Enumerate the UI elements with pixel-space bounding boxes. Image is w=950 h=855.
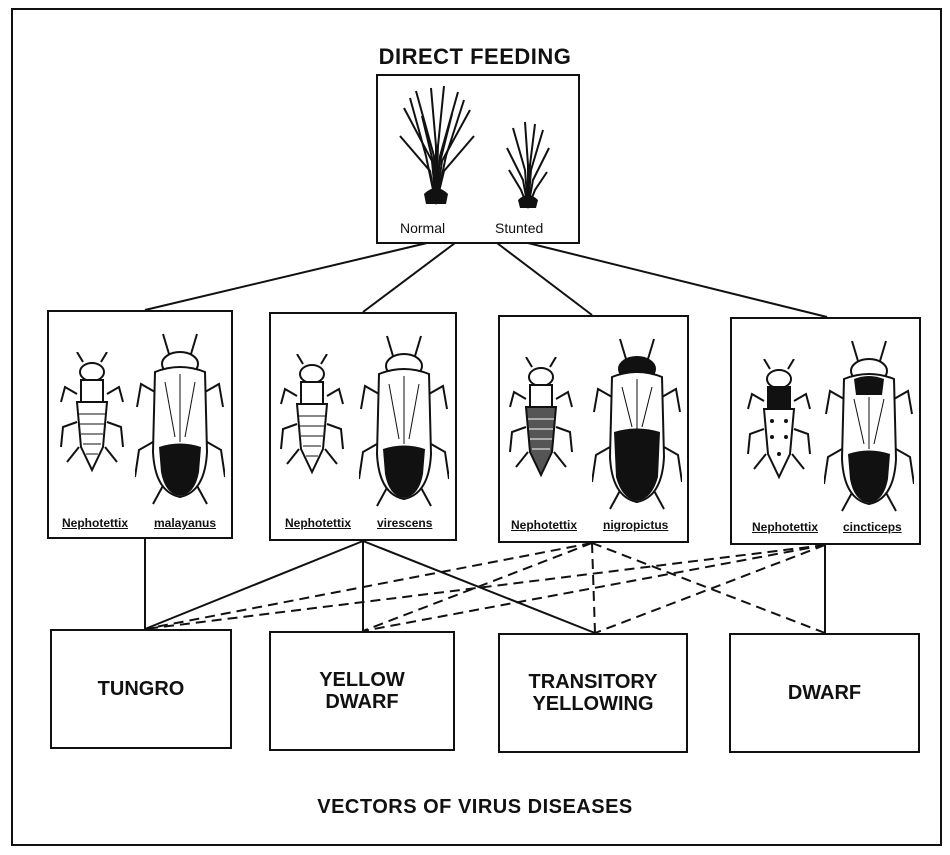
connector-cincticeps-yellowdwarf <box>363 545 825 631</box>
adult-insect-icon <box>359 334 449 509</box>
feeding-connectors <box>145 243 827 317</box>
stunted-rice-plant-icon <box>503 120 553 210</box>
vector-box-malayanus: Nephotettix malayanus <box>47 310 233 539</box>
nymph-insect-icon <box>506 357 576 487</box>
vector-species-label: nigropictus <box>603 518 668 532</box>
vector-genus-label: Nephotettix <box>752 520 818 534</box>
connector-feeding-virescens <box>363 243 455 312</box>
connector-nigropictus-tungro <box>145 543 592 629</box>
normal-label: Normal <box>400 220 445 236</box>
nymph-insect-icon <box>744 359 814 489</box>
vector-box-nigropictus: Nephotettix nigropictus <box>498 315 689 543</box>
stunted-label: Stunted <box>495 220 543 236</box>
connector-virescens-tungro <box>145 541 363 629</box>
vector-species-label: virescens <box>377 516 432 530</box>
connector-feeding-malayanus <box>145 243 427 310</box>
adult-insect-icon <box>135 332 225 507</box>
vector-species-label: cincticeps <box>843 520 902 534</box>
direct-feeding-title: DIRECT FEEDING <box>350 44 600 70</box>
disease-box-tungro: TUNGRO <box>50 629 232 749</box>
nymph-insect-icon <box>57 352 127 482</box>
disease-box-dwarf: DWARF <box>729 633 920 753</box>
normal-rice-plant-icon <box>396 86 476 206</box>
vector-box-virescens: Nephotettix virescens <box>269 312 457 541</box>
vector-box-cincticeps: Nephotettix cincticeps <box>730 317 921 545</box>
vectors-of-virus-diseases-title: VECTORS OF VIRUS DISEASES <box>200 796 750 819</box>
nymph-insect-icon <box>277 354 347 484</box>
disease-box-yellow-dwarf: YELLOW DWARF <box>269 631 455 751</box>
connector-feeding-nigropictus <box>497 243 592 315</box>
connector-nigropictus-dwarf <box>592 543 825 633</box>
adult-insect-icon <box>592 337 682 512</box>
direct-feeding-box: Normal Stunted <box>376 74 580 244</box>
vector-genus-label: Nephotettix <box>62 516 128 530</box>
vector-genus-label: Nephotettix <box>511 518 577 532</box>
vector-species-label: malayanus <box>154 516 216 530</box>
connector-feeding-cincticeps <box>528 243 827 317</box>
adult-insect-icon <box>824 339 914 514</box>
vector-genus-label: Nephotettix <box>285 516 351 530</box>
connector-nigropictus-transitory <box>592 543 595 633</box>
disease-box-transitory-yellowing: TRANSITORY YELLOWING <box>498 633 688 753</box>
